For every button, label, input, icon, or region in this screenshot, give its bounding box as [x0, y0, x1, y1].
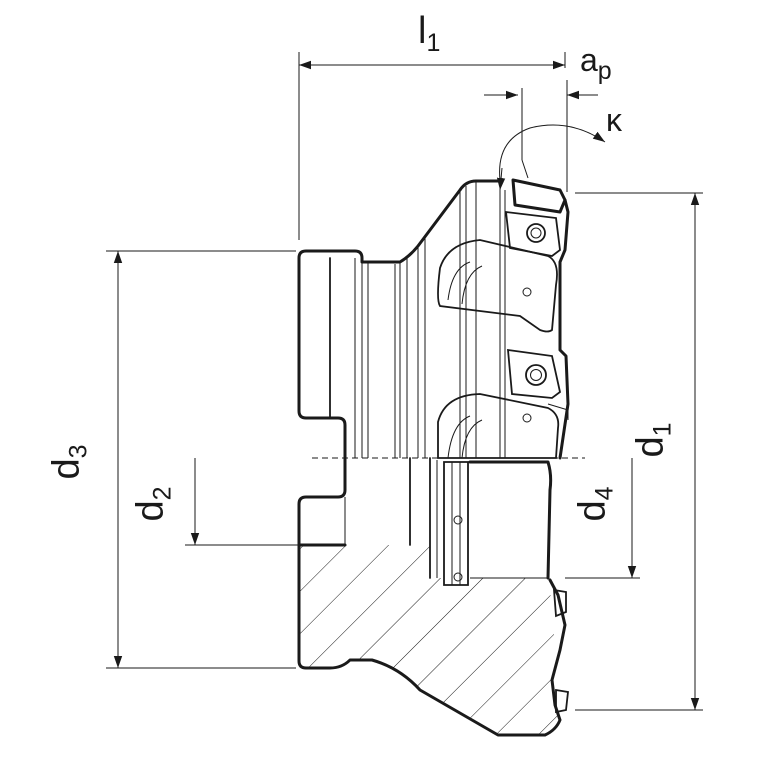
insert-top — [504, 178, 567, 297]
dim-d2 — [185, 458, 299, 546]
dim-d4 — [565, 458, 640, 579]
dim-kappa — [496, 124, 606, 191]
label-l1: l1 — [418, 10, 441, 57]
dim-l1 — [298, 52, 566, 240]
upper-outline — [297, 179, 560, 460]
upper-right-outline — [558, 198, 570, 460]
label-ap: ap — [580, 42, 612, 85]
insert-middle — [507, 348, 569, 423]
label-kappa: κ — [606, 102, 622, 138]
dim-d1 — [575, 192, 703, 711]
lower-section — [297, 456, 569, 737]
label-d3: d3 — [45, 444, 93, 480]
dim-ap — [484, 80, 598, 192]
dim-d3 — [106, 250, 296, 669]
label-d2: d2 — [129, 486, 177, 522]
label-d4: d4 — [571, 486, 619, 522]
label-d1: d1 — [629, 422, 677, 458]
